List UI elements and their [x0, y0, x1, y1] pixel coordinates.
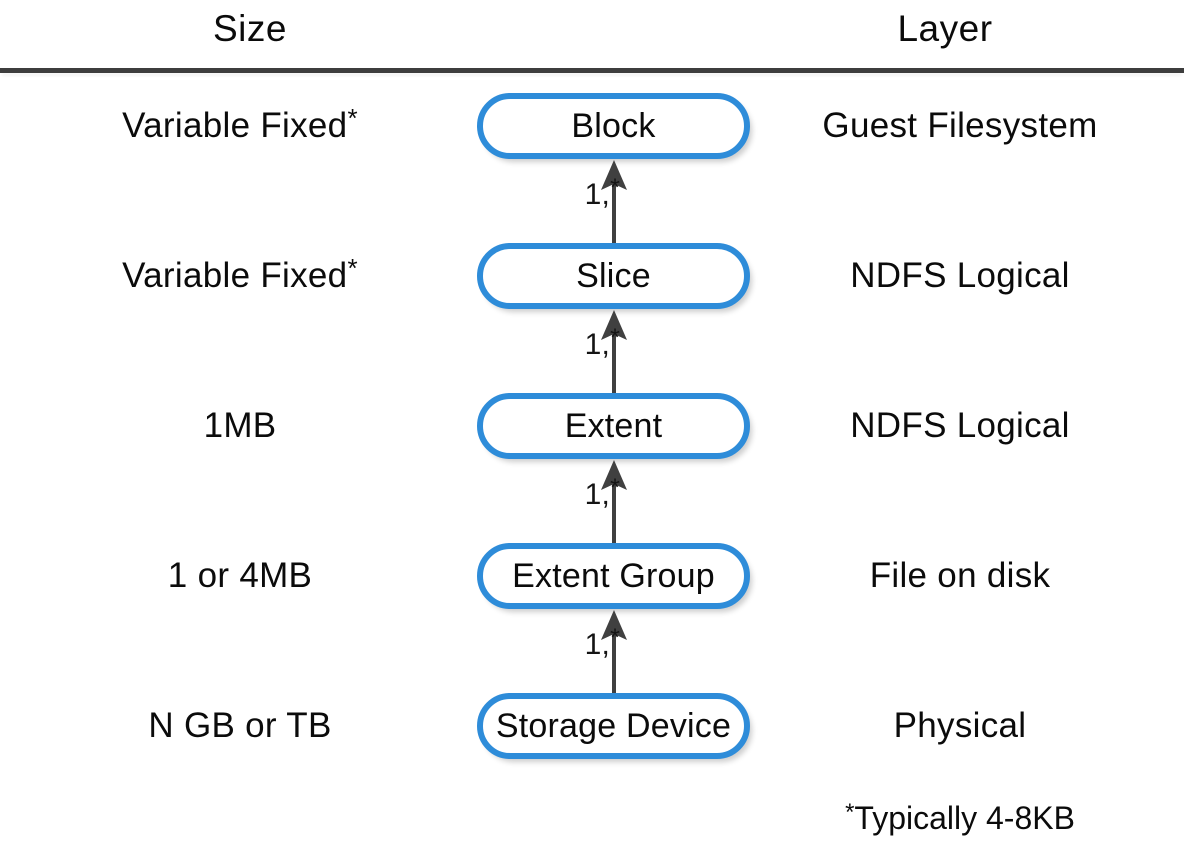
- layer-label-block: Guest Filesystem: [822, 106, 1098, 145]
- column-headers: Size Layer: [0, 0, 1184, 66]
- footnote-marker: *: [347, 253, 358, 283]
- layer-label-extent-group: File on disk: [869, 556, 1051, 595]
- layer-label-slice: NDFS Logical: [850, 256, 1070, 295]
- size-label-slice: Variable Fixed*: [122, 253, 358, 295]
- layer-label-extent: NDFS Logical: [850, 406, 1070, 445]
- multiplicity-label-1: 1,*: [584, 174, 620, 212]
- footnote: *Typically 4-8KB: [760, 800, 1160, 837]
- node-storage-device[interactable]: Storage Device: [477, 693, 750, 759]
- size-label-block: Variable Fixed*: [122, 103, 358, 145]
- node-label-storage-device: Storage Device: [495, 706, 732, 745]
- row-storage-device: N GB or TB Storage Device Physical: [0, 691, 1184, 761]
- node-label-extent-group: Extent Group: [512, 556, 715, 595]
- size-label-extent: 1MB: [203, 406, 277, 445]
- multiplicity-label-3: 1,*: [584, 474, 620, 512]
- node-slice[interactable]: Slice: [477, 243, 750, 309]
- size-label-storage-device: N GB or TB: [148, 706, 332, 745]
- row-extent-group: 1 or 4MB Extent Group File on disk: [0, 541, 1184, 611]
- row-block: Variable Fixed* Block Guest Filesystem: [0, 91, 1184, 161]
- node-label-slice: Slice: [576, 256, 651, 295]
- connector-slice-to-block: 1,*: [0, 160, 1184, 244]
- layer-label-storage-device: Physical: [893, 706, 1027, 745]
- node-block[interactable]: Block: [477, 93, 750, 159]
- column-header-layer: Layer: [897, 8, 993, 49]
- node-extent[interactable]: Extent: [477, 393, 750, 459]
- row-slice: Variable Fixed* Slice NDFS Logical: [0, 241, 1184, 311]
- row-extent: 1MB Extent NDFS Logical: [0, 391, 1184, 461]
- arrow-up-icon: [601, 610, 627, 694]
- footnote-text: Typically 4-8KB: [854, 800, 1075, 836]
- connector-extent-group-to-extent: 1,*: [0, 460, 1184, 544]
- size-label-extent-group: 1 or 4MB: [167, 556, 313, 595]
- node-extent-group[interactable]: Extent Group: [477, 543, 750, 609]
- multiplicity-label-2: 1,*: [584, 324, 620, 362]
- footnote-marker: *: [347, 103, 358, 133]
- connector-storage-device-to-extent-group: 1,*: [0, 610, 1184, 694]
- arrow-up-icon: [601, 160, 627, 244]
- node-label-block: Block: [571, 106, 656, 145]
- arrow-up-icon: [601, 460, 627, 544]
- connector-extent-to-slice: 1,*: [0, 310, 1184, 394]
- multiplicity-label-4: 1,*: [584, 624, 620, 662]
- node-label-extent: Extent: [564, 406, 663, 445]
- header-divider-rule: [0, 68, 1184, 73]
- footnote-star: *: [845, 799, 855, 826]
- arrow-up-icon: [601, 310, 627, 394]
- column-header-size: Size: [213, 8, 287, 49]
